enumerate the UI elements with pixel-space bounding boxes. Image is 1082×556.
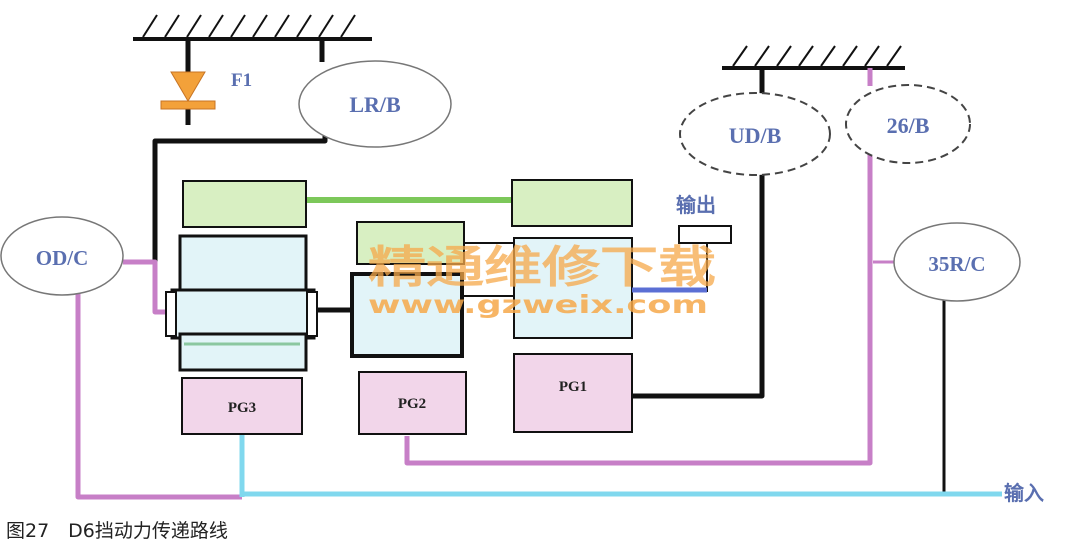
pg1-label: PG1: [559, 379, 587, 395]
output-shaft: [632, 225, 732, 293]
input-label: 输入: [1004, 481, 1044, 505]
f1-label: F1: [231, 70, 252, 91]
lr-brake-label: LR/B: [349, 92, 401, 117]
ud-brake: [679, 92, 831, 176]
b26-brake-label: 26/B: [887, 113, 930, 138]
figure-caption: 图27 D6挡动力传递路线: [6, 520, 228, 542]
od-clutch-label: OD/C: [36, 246, 89, 270]
pg2-label: PG2: [398, 396, 426, 412]
gear-connectors: [462, 242, 514, 297]
cyan-input-path: [239, 435, 1002, 497]
pg1-gearset: [511, 179, 633, 433]
ground-right: [722, 45, 905, 70]
magenta-power-path: [75, 68, 873, 500]
r35-clutch-label: 35R/C: [928, 252, 985, 276]
f1-oneway-clutch-icon: [160, 71, 216, 110]
od-clutch: [0, 216, 124, 296]
pg3-gearset: [165, 180, 318, 435]
lr-brake: [298, 60, 452, 148]
ground-left: [133, 14, 372, 41]
r35-clutch: [893, 222, 1021, 302]
b26-brake: [845, 84, 971, 164]
watermark-text: 精通维修下载: [368, 242, 716, 293]
output-label: 输出: [676, 193, 716, 217]
ud-brake-label: UD/B: [729, 123, 782, 148]
pg2-gearset: [350, 221, 467, 435]
pg3-label: PG3: [228, 400, 256, 416]
watermark-url: www.gzweix.com: [368, 290, 708, 319]
